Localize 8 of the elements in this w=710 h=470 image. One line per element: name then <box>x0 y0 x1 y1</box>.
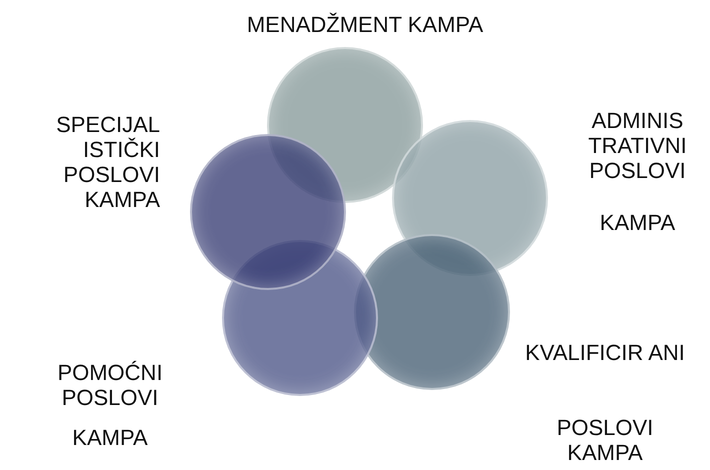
circle-label: KAMPA <box>598 210 676 235</box>
circle-label: KAMPA <box>71 425 149 450</box>
circle-label: ADMINIS TRATIVNI POSLOVI <box>587 108 688 183</box>
circle-label: POMOĆNI POSLOVI <box>56 360 164 410</box>
circle-label: MENADŽMENT KAMPA <box>246 12 484 37</box>
circle-label: KVALIFICIR ANI <box>525 340 685 365</box>
circle-label: SPECIJAL ISTIČKI POSLOVI KAMPA <box>55 112 160 212</box>
circle-label: POSLOVI KAMPA <box>556 415 654 465</box>
